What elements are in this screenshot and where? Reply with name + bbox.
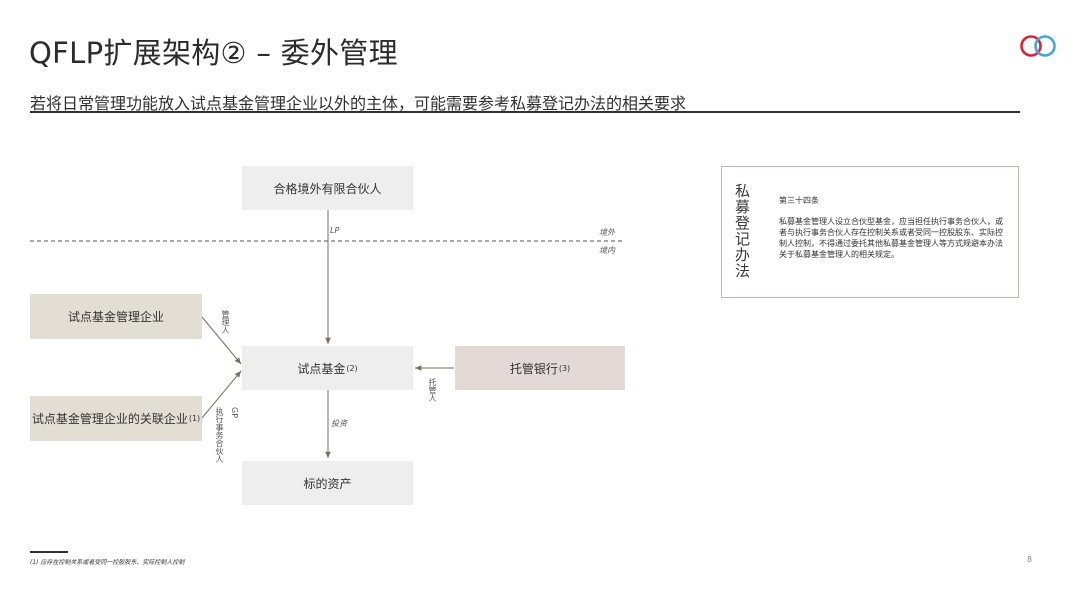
manager-box: 试点基金管理企业 [30, 294, 202, 339]
custodian-label: 托管银行 [509, 361, 558, 376]
regulation-panel [721, 166, 1019, 298]
fund-box: 试点基金(2) [242, 346, 413, 390]
manager-arrow [201, 316, 242, 365]
footnote-divider [30, 551, 68, 553]
executive-partner-label: 执行事务合伙人 [215, 407, 224, 463]
target-asset-box: 标的资产 [242, 461, 413, 505]
regulation-body: 私募基金管理人设立合伙型基金，应当担任执行事务合伙人，或者与执行事务合伙人存在控… [779, 217, 1003, 259]
manager-label: 试点基金管理企业 [67, 310, 164, 324]
manager-relation-label: 管理人 [221, 310, 230, 334]
page-number: 8 [1027, 555, 1033, 564]
custodian-box: 托管银行(3) [455, 346, 625, 390]
offshore-label: 境外 [599, 228, 615, 237]
regulation-article: 第三十四条 [779, 196, 819, 205]
custodian-footnote-mark: (3) [558, 363, 571, 373]
brand-logo-icon [1020, 35, 1056, 57]
affiliate-arrow [201, 370, 242, 419]
invest-relation-label: 投资 [331, 419, 347, 428]
onshore-label: 境内 [599, 246, 615, 255]
gp-relation-label: GP [230, 407, 239, 419]
custodian-relation-label: 托管人 [428, 378, 437, 402]
fund-footnote-mark: (2) [346, 363, 358, 373]
page-title: QFLP扩展架构② – 委外管理 [29, 36, 398, 70]
regulation-heading: 私募登记办法 [733, 183, 751, 279]
lp-relation-label: LP [330, 226, 340, 235]
page-subtitle: 若将日常管理功能放入试点基金管理企业以外的主体，可能需要参考私募登记办法的相关要… [30, 94, 687, 113]
affiliate-box: 试点基金管理企业的关联企业(1) [30, 396, 202, 441]
lp-label: 合格境外有限合伙人 [273, 181, 382, 196]
lp-box: 合格境外有限合伙人 [242, 166, 413, 210]
fund-label: 试点基金 [297, 361, 346, 376]
title-divider [30, 111, 1020, 113]
target-asset-label: 标的资产 [303, 476, 352, 491]
affiliate-footnote-mark: (1) [188, 414, 201, 423]
affiliate-label: 试点基金管理企业的关联企业 [31, 412, 188, 426]
footnote: (1) 应存在控制关系或者受同一控股股东、实际控制人控制 [30, 559, 185, 566]
